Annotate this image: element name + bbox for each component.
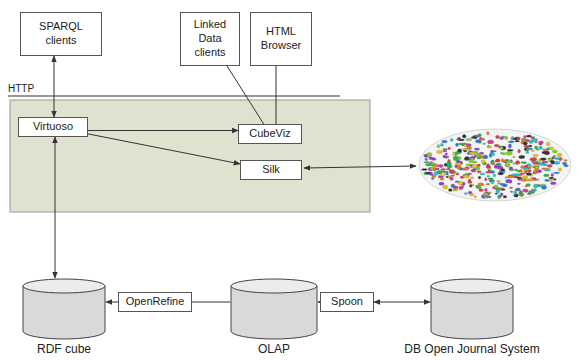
linked-data-cloud <box>419 129 571 201</box>
silk-cloud-link <box>304 166 416 168</box>
connector <box>192 302 230 303</box>
protocol-label: HTTP <box>8 83 34 94</box>
box-label: Linked Data clients <box>185 18 235 59</box>
cylinder-shape <box>430 278 514 340</box>
box-label: Silk <box>262 163 280 177</box>
database-cylinder: RDF cube <box>22 278 106 340</box>
connector <box>374 302 430 303</box>
server-band <box>10 100 370 212</box>
connector <box>106 302 118 303</box>
box-label: Spoon <box>331 295 363 309</box>
connector <box>55 137 56 278</box>
database-cylinder: OLAP <box>230 278 318 340</box>
http-line <box>8 96 340 97</box>
component-box: SPARQL clients <box>20 12 102 56</box>
connector <box>276 66 277 124</box>
cylinder-shape <box>22 278 106 340</box>
component-box: HTML Browser <box>250 12 312 66</box>
cylinder-shape <box>230 278 318 340</box>
connector <box>88 134 240 164</box>
box-label: Virtuoso <box>33 120 73 134</box>
component-box: Silk <box>240 160 302 180</box>
database-label: DB Open Journal System <box>404 342 539 357</box>
box-label: SPARQL clients <box>25 20 97 48</box>
database-label: RDF cube <box>37 342 91 357</box>
box-label: HTML Browser <box>255 25 307 53</box>
component-box: Linked Data clients <box>180 12 240 66</box>
component-box: CubeViz <box>238 124 302 144</box>
connector <box>227 66 264 124</box>
component-box: Spoon <box>320 292 374 312</box>
box-label: CubeViz <box>249 127 290 141</box>
box-label: OpenRefine <box>126 295 185 309</box>
database-cylinder: DB Open Journal System <box>430 278 514 340</box>
database-label: OLAP <box>258 342 290 357</box>
component-box: Virtuoso <box>18 117 88 137</box>
connector <box>54 56 55 117</box>
component-box: OpenRefine <box>118 292 192 312</box>
connector <box>88 130 238 131</box>
